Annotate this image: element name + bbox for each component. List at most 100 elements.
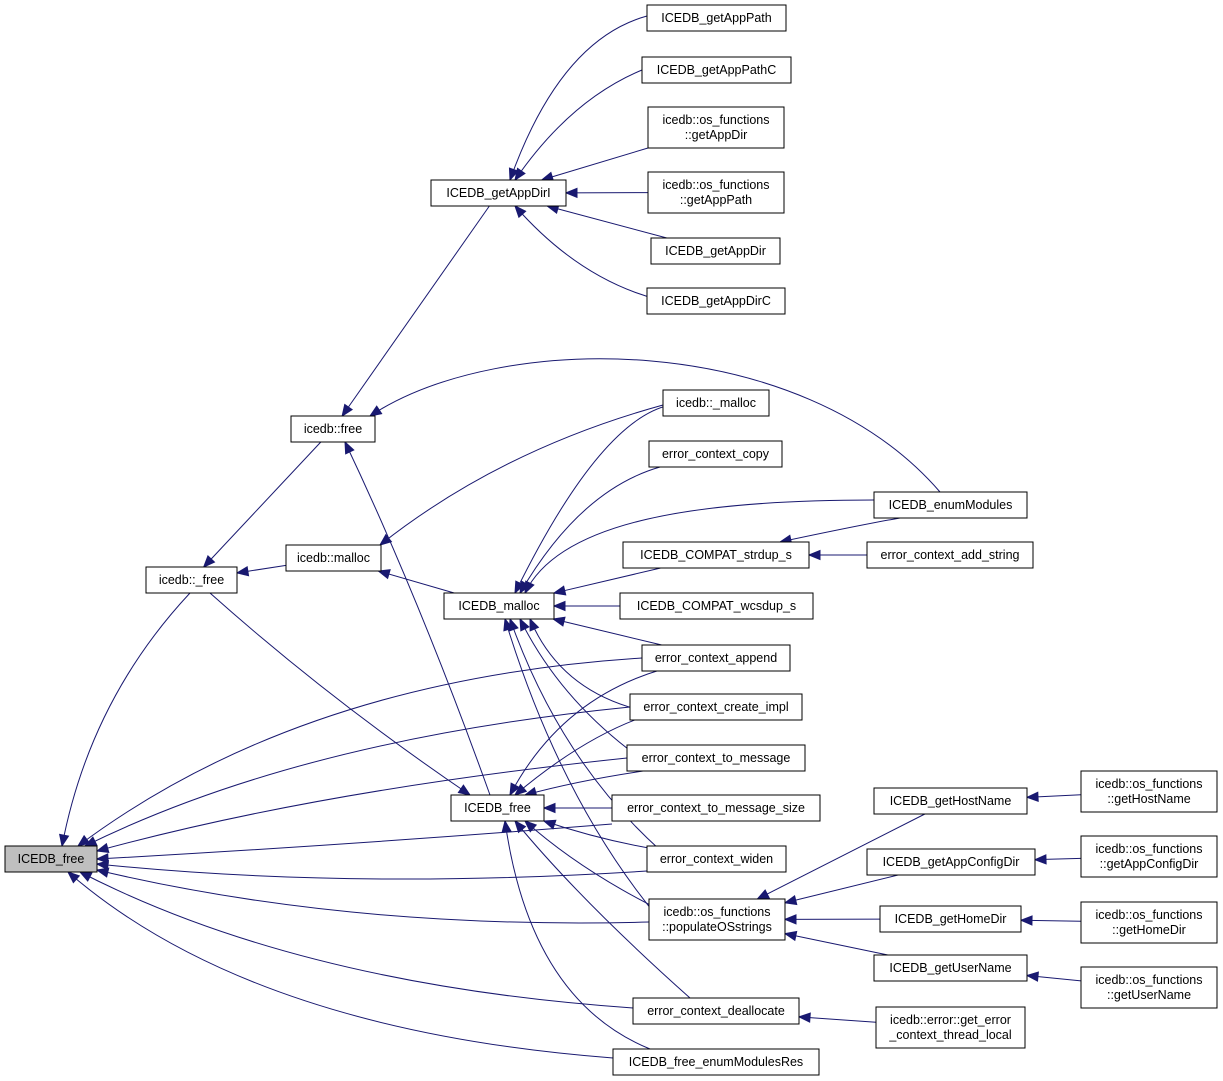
node-box[interactable] bbox=[626, 744, 806, 772]
node-free_enumModulesRes[interactable]: ICEDB_free_enumModulesRes bbox=[612, 1048, 820, 1076]
node-box[interactable] bbox=[641, 644, 791, 672]
node-box[interactable] bbox=[647, 106, 785, 149]
node-ec_copy[interactable]: error_context_copy bbox=[648, 440, 783, 468]
node-box[interactable] bbox=[873, 787, 1028, 815]
node-getAppConfigDir[interactable]: ICEDB_getAppConfigDir bbox=[866, 848, 1036, 876]
node-os_getAppConfigDir[interactable]: icedb::os_functions::getAppConfigDir bbox=[1080, 835, 1218, 878]
node-ec_to_message_size[interactable]: error_context_to_message_size bbox=[611, 794, 821, 822]
node-box[interactable] bbox=[646, 4, 787, 32]
node-box[interactable] bbox=[619, 592, 814, 620]
node-label: icedb::_malloc bbox=[676, 396, 756, 410]
node-getAppDirC[interactable]: ICEDB_getAppDirC bbox=[646, 287, 786, 315]
node-box[interactable] bbox=[662, 389, 770, 417]
node-label: icedb::os_functions bbox=[1095, 777, 1202, 791]
edge-arrowhead bbox=[807, 549, 821, 561]
node-box[interactable] bbox=[1080, 966, 1218, 1009]
node-box[interactable] bbox=[632, 997, 800, 1025]
node-box[interactable] bbox=[648, 898, 786, 941]
node-compat_strdup[interactable]: ICEDB_COMPAT_strdup_s bbox=[622, 541, 810, 569]
node-box[interactable] bbox=[646, 287, 786, 315]
node-icedb__free[interactable]: icedb::_free bbox=[145, 566, 238, 594]
node-box[interactable] bbox=[1080, 770, 1218, 813]
node-box[interactable] bbox=[622, 541, 810, 569]
node-enumModules[interactable]: ICEDB_enumModules bbox=[873, 491, 1028, 519]
node-box[interactable] bbox=[648, 440, 783, 468]
node-box[interactable] bbox=[650, 237, 781, 265]
node-os_getAppDir[interactable]: icedb::os_functions::getAppDir bbox=[647, 106, 785, 149]
node-os_getAppPath[interactable]: icedb::os_functions::getAppPath bbox=[647, 171, 785, 214]
node-box[interactable] bbox=[612, 1048, 820, 1076]
node-getHostName[interactable]: ICEDB_getHostName bbox=[873, 787, 1028, 815]
node-label: ICEDB_getAppDirI bbox=[446, 186, 550, 200]
node-getAppPath[interactable]: ICEDB_getAppPath bbox=[646, 4, 787, 32]
node-box[interactable] bbox=[647, 171, 785, 214]
node-label: ICEDB_malloc bbox=[458, 599, 539, 613]
node-populateOSstrings[interactable]: icedb::os_functions::populateOSstrings bbox=[648, 898, 786, 941]
node-icedb_malloc[interactable]: icedb::malloc bbox=[285, 544, 382, 572]
edge-ec_append-to-icedb_free_main bbox=[509, 669, 661, 797]
node-box[interactable] bbox=[866, 541, 1034, 569]
node-icedb__malloc[interactable]: icedb::_malloc bbox=[662, 389, 770, 417]
node-os_getHomeDir[interactable]: icedb::os_functions::getHomeDir bbox=[1080, 901, 1218, 944]
node-icedb_free_main[interactable]: ICEDB_free bbox=[450, 794, 545, 822]
node-icedb_free[interactable]: icedb::free bbox=[290, 415, 376, 443]
node-box[interactable] bbox=[873, 954, 1028, 982]
edge-ec_create_impl-to-icedb_free_main bbox=[513, 717, 641, 796]
edge-line bbox=[524, 769, 651, 796]
node-os_getUserName[interactable]: icedb::os_functions::getUserName bbox=[1080, 966, 1218, 1009]
node-box[interactable] bbox=[443, 592, 555, 620]
edge-arrowhead bbox=[59, 833, 70, 848]
edge-arrowhead bbox=[457, 784, 472, 796]
node-box[interactable] bbox=[1080, 901, 1218, 944]
edge-arrowhead bbox=[503, 617, 514, 632]
node-ec_create_impl[interactable]: error_context_create_impl bbox=[629, 693, 803, 721]
node-box[interactable] bbox=[450, 794, 545, 822]
node-box[interactable] bbox=[290, 415, 376, 443]
edge-line bbox=[553, 567, 661, 594]
edge-arrowhead bbox=[514, 205, 527, 219]
edge-line bbox=[543, 820, 661, 851]
node-box[interactable] bbox=[879, 905, 1022, 933]
edge-arrowhead bbox=[377, 569, 391, 580]
node-box[interactable] bbox=[430, 179, 567, 207]
node-box[interactable] bbox=[641, 56, 792, 84]
node-label: icedb::os_functions bbox=[663, 905, 770, 919]
edge-arrowhead bbox=[1033, 854, 1047, 865]
node-ec_to_message[interactable]: error_context_to_message bbox=[626, 744, 806, 772]
node-box[interactable] bbox=[873, 491, 1028, 519]
node-icedb_free_c[interactable]: ICEDB_free bbox=[4, 845, 98, 873]
node-getUserName[interactable]: ICEDB_getUserName bbox=[873, 954, 1028, 982]
edge-line bbox=[96, 757, 628, 852]
node-getAppDir[interactable]: ICEDB_getAppDir bbox=[650, 237, 781, 265]
edge-ec_append-to-icedb_malloc_c bbox=[551, 616, 662, 646]
edge-arrowhead bbox=[508, 167, 519, 182]
edge-arrowhead bbox=[514, 167, 526, 182]
node-box[interactable] bbox=[145, 566, 238, 594]
edge-line bbox=[514, 820, 691, 999]
node-box[interactable] bbox=[629, 693, 803, 721]
node-box[interactable] bbox=[875, 1006, 1026, 1049]
node-os_getHostName[interactable]: icedb::os_functions::getHostName bbox=[1080, 770, 1218, 813]
node-compat_wcsdup[interactable]: ICEDB_COMPAT_wcsdup_s bbox=[619, 592, 814, 620]
node-ec_add_string[interactable]: error_context_add_string bbox=[866, 541, 1034, 569]
node-label: ICEDB_free bbox=[18, 852, 85, 866]
node-ec_widen[interactable]: error_context_widen bbox=[646, 845, 787, 873]
node-box[interactable] bbox=[866, 848, 1036, 876]
node-ec_deallocate[interactable]: error_context_deallocate bbox=[632, 997, 800, 1025]
node-getAppDirI[interactable]: ICEDB_getAppDirI bbox=[430, 179, 567, 207]
node-getAppPathC[interactable]: ICEDB_getAppPathC bbox=[641, 56, 792, 84]
node-ec_append[interactable]: error_context_append bbox=[641, 644, 791, 672]
node-get_error_ctx_tl[interactable]: icedb::error::get_error_context_thread_l… bbox=[875, 1006, 1026, 1049]
node-box[interactable] bbox=[1080, 835, 1218, 878]
node-label: error_context_add_string bbox=[881, 548, 1020, 562]
node-box[interactable] bbox=[4, 845, 98, 873]
node-box[interactable] bbox=[285, 544, 382, 572]
edge-line bbox=[514, 205, 661, 301]
edge-ec_to_message-to-icedb_free_c bbox=[95, 757, 628, 854]
node-getHomeDir[interactable]: ICEDB_getHomeDir bbox=[879, 905, 1022, 933]
node-box[interactable] bbox=[611, 794, 821, 822]
edge-os_getHomeDir-to-getHomeDir bbox=[1019, 915, 1082, 926]
edge-arrowhead bbox=[1025, 791, 1039, 803]
node-box[interactable] bbox=[646, 845, 787, 873]
node-icedb_malloc_c[interactable]: ICEDB_malloc bbox=[443, 592, 555, 620]
